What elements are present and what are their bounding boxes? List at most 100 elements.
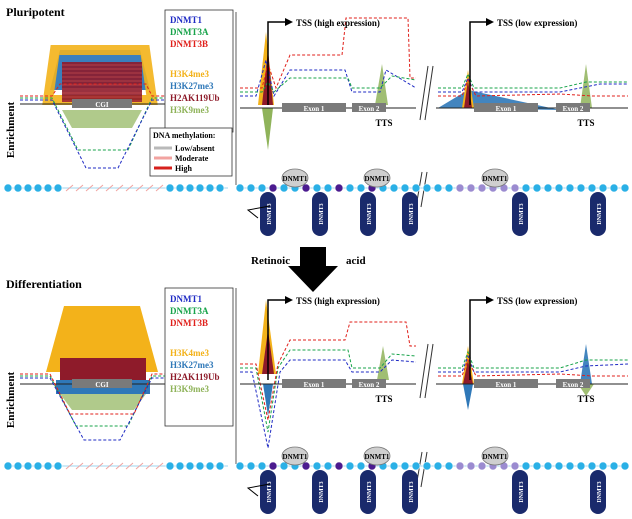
cpg-site	[411, 183, 421, 193]
dnmt3-label: DNMT3	[367, 481, 373, 502]
tss-arrow-head	[486, 18, 494, 26]
methylation-tick	[85, 184, 94, 192]
dnmt3-label: DNMT3	[409, 481, 415, 502]
gene-low-expression: TSS (low expression) Exon 1 Exon 2 TTS	[436, 296, 629, 410]
methylation-tick	[155, 184, 164, 192]
dnmt1-line	[240, 359, 417, 449]
legend-box	[164, 287, 234, 427]
gene-high-expression: TSS (high expression) Exon 1 Exon 2 TTS	[235, 288, 417, 464]
cpg-site	[554, 461, 564, 471]
tss-arrow	[469, 21, 486, 105]
methylation-tick	[115, 462, 124, 470]
cpg-site	[53, 183, 63, 193]
cpg-site	[279, 183, 289, 193]
cpg-site	[205, 461, 215, 471]
cpg-site	[620, 461, 630, 471]
cpg-site	[3, 461, 13, 471]
methylation-tick	[65, 462, 74, 470]
cpg-site	[345, 461, 355, 471]
tss-arrow	[267, 299, 285, 380]
dnmt3-enzyme	[360, 470, 376, 514]
cpg-site	[587, 183, 597, 193]
methylation-tick	[125, 184, 134, 192]
exon2-box	[352, 379, 386, 388]
dnmt1-label: DNMT1	[365, 453, 390, 461]
cpg-site	[565, 461, 575, 471]
legend-h3k4me3: H3K4me3	[170, 348, 209, 358]
cpg-site	[543, 183, 553, 193]
exon1-label: Exon 1	[496, 105, 517, 113]
gene-high-expression: TSS (high expression) Exon 1 Exon 2 TTS	[235, 12, 417, 185]
exon1-label: Exon 1	[496, 381, 517, 389]
dnmt3-enzyme	[312, 470, 328, 514]
cgi-box	[72, 99, 132, 108]
curved-arrow	[246, 483, 271, 497]
cpg-site	[323, 183, 333, 193]
legend-h3k9me3: H3K9me3	[170, 384, 209, 394]
low-label: Low/absent	[175, 144, 215, 153]
dnmt3-enzyme	[590, 470, 606, 514]
cpg-site	[609, 461, 619, 471]
exon1-box	[474, 103, 538, 112]
dnmt1-label: DNMT1	[365, 175, 390, 183]
cpg-site	[400, 461, 410, 471]
dnmt1-line	[438, 76, 628, 93]
legend-dnmt3a: DNMT3A	[170, 27, 209, 37]
exon1-box	[282, 379, 346, 388]
cpg-site	[345, 183, 355, 193]
cpg-site	[13, 461, 23, 471]
h2ak119ub-area	[60, 358, 146, 380]
cpg-site	[301, 183, 311, 193]
legend-dnmt1: DNMT1	[170, 294, 202, 304]
cpg-site	[53, 461, 63, 471]
dnmt1-line	[20, 377, 180, 441]
tss-arrow	[469, 299, 486, 380]
methylation-tick	[145, 184, 154, 192]
exon2-box	[556, 379, 590, 388]
dnmt1-nucleosome	[481, 168, 509, 188]
tss-label: TSS (high expression)	[296, 296, 380, 306]
dnmt3-enzyme	[312, 192, 328, 236]
cpg-site	[13, 183, 23, 193]
cpg-site	[477, 461, 487, 471]
moderate-label: Moderate	[175, 154, 209, 163]
legend-dnmt3b: DNMT3B	[170, 318, 208, 328]
dnmt3a-line	[20, 375, 180, 427]
cpg-site	[565, 183, 575, 193]
cpg-site	[554, 183, 564, 193]
dnmt3a-line	[240, 349, 417, 433]
methylation-tick	[95, 462, 104, 470]
legend-dnmt3a: DNMT3A	[170, 306, 209, 316]
exon2-label: Exon 2	[359, 381, 380, 389]
dnmt3-label: DNMT3	[409, 203, 415, 224]
exon2-box	[556, 103, 590, 112]
cpg-site	[477, 183, 487, 193]
cpg-site	[3, 183, 13, 193]
exon2-h3k27me3-peak	[580, 344, 592, 384]
dnmt3-enzyme	[590, 192, 606, 236]
legend-h2ak119ub: H2AK119Ub	[170, 372, 220, 382]
cpg-site	[444, 461, 454, 471]
cpg-site	[532, 461, 542, 471]
cpg-site	[43, 183, 53, 193]
cpg-site	[165, 183, 175, 193]
cpg-site	[532, 183, 542, 193]
dnmt1-line	[20, 99, 180, 169]
legend-h3k9me3: H3K9me3	[170, 105, 209, 115]
legend: DNMT1 DNMT3A DNMT3B H3K4me3 H3K27me3 H2A…	[164, 287, 234, 427]
methylation-tick	[65, 184, 74, 192]
exon2-h3k9me3-peak	[377, 346, 389, 380]
cpg-site	[356, 461, 366, 471]
cpg-site	[356, 183, 366, 193]
methylation-tick	[75, 462, 84, 470]
legend-h2ak119ub: H2AK119Ub	[170, 93, 220, 103]
methylation-tick	[135, 462, 144, 470]
methylation-tick	[155, 462, 164, 470]
dnmt3a-line	[20, 97, 180, 151]
dnmt1-nucleosome	[481, 446, 509, 466]
legend-dnmt1: DNMT1	[170, 15, 202, 25]
dnmt3-label: DNMT3	[597, 203, 603, 224]
cpg-site	[587, 461, 597, 471]
